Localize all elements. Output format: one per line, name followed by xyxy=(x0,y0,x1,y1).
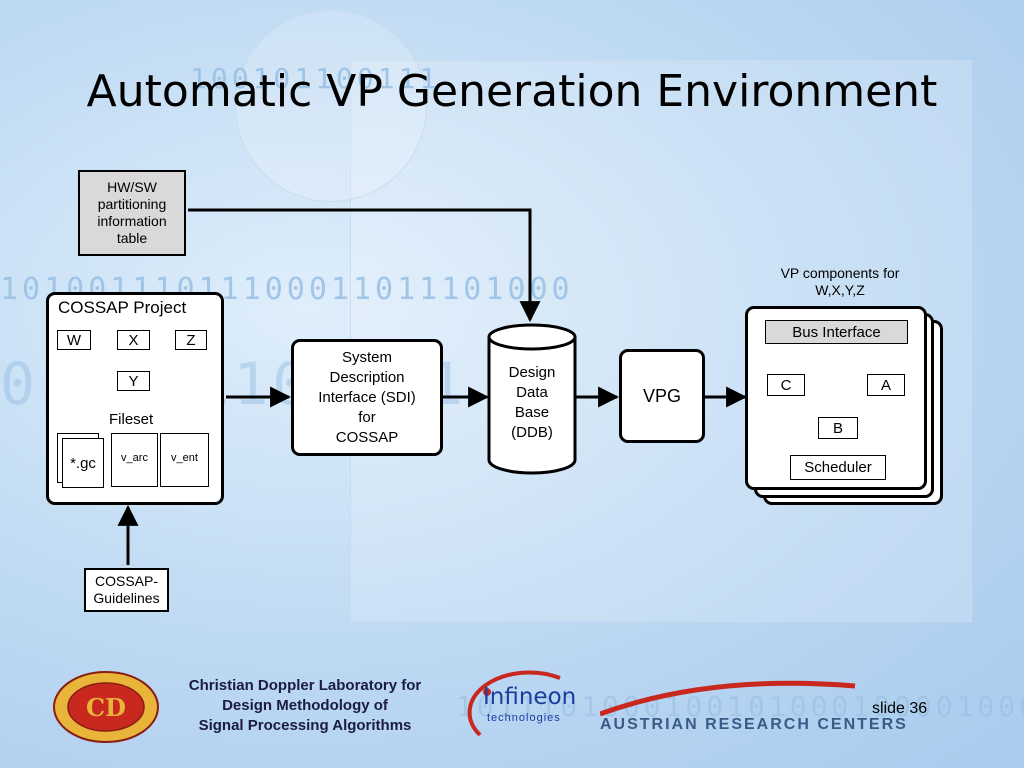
file-v-ent: v_ent xyxy=(160,433,209,487)
cd-logo: CD xyxy=(53,671,159,743)
hwsw-line-2: partitioning xyxy=(97,196,167,212)
hwsw-line-4: table xyxy=(116,230,148,246)
slide-title: Automatic VP Generation Environment xyxy=(86,66,938,117)
vpg-label: VPG xyxy=(642,385,681,406)
sdi-line-5: COSSAP xyxy=(335,428,399,446)
ddb-line-4: (DDB) xyxy=(511,424,553,441)
arrow-hwsw-to-ddb xyxy=(188,208,541,323)
hwsw-line-3: information xyxy=(97,213,167,229)
vp-caption-line-1: VP components for xyxy=(780,265,900,281)
lab-line-1: Christian Doppler Laboratory for xyxy=(188,677,422,694)
file-v-arc-label: v_arc xyxy=(121,452,148,464)
cossap-project-title: COSSAP Project xyxy=(58,298,187,317)
hwsw-partitioning-box: HW/SW partitioning information table xyxy=(78,170,186,256)
sdi-line-2: Description xyxy=(329,368,405,386)
file-v-arc: v_arc xyxy=(111,433,158,487)
sdi-line-1: System xyxy=(341,348,392,366)
vpg-box: VPG xyxy=(619,349,705,443)
infineon-subtitle: technologies xyxy=(487,712,561,724)
cd-logo-text: CD xyxy=(86,693,126,722)
node-w: W xyxy=(57,330,91,350)
vp-caption-line-2: W,X,Y,Z xyxy=(815,282,865,298)
component-a: A xyxy=(867,374,905,396)
component-c: C xyxy=(767,374,805,396)
file-v-ent-label: v_ent xyxy=(171,452,198,464)
guidelines-line-2: Guidelines xyxy=(93,590,160,606)
sdi-box: System Description Interface (SDI) for C… xyxy=(291,339,443,456)
background-globe xyxy=(235,10,427,202)
lab-line-2: Design Methodology of xyxy=(222,697,388,714)
vp-components-caption: VP components for W,X,Y,Z xyxy=(755,262,925,302)
ddb-cylinder xyxy=(487,323,577,475)
ddb-line-1: Design xyxy=(508,364,556,381)
component-b: B xyxy=(818,417,858,439)
sdi-line-4: for xyxy=(358,408,376,426)
background-binary-2: 100101100111 xyxy=(190,62,441,95)
file-gc: *.gc xyxy=(62,438,104,488)
fileset-label: Fileset xyxy=(109,411,154,428)
lab-name: Christian Doppler Laboratory for Design … xyxy=(160,676,450,736)
ddb-label: Design Data Base (DDB) xyxy=(489,360,575,446)
slide-number: slide 36 xyxy=(872,700,928,717)
infineon-logo: Infineon xyxy=(483,684,577,710)
cossap-guidelines-box: COSSAP- Guidelines xyxy=(84,568,169,612)
ddb-line-3: Base xyxy=(514,404,550,421)
sdi-line-3: Interface (SDI) xyxy=(318,388,416,406)
guidelines-line-1: COSSAP- xyxy=(94,573,158,589)
ddb-line-2: Data xyxy=(516,384,548,401)
scheduler-box: Scheduler xyxy=(790,455,886,480)
node-y: Y xyxy=(117,371,150,391)
lab-line-3: Signal Processing Algorithms xyxy=(198,717,412,734)
austrian-research-centers-logo: AUSTRIAN RESEARCH CENTERS xyxy=(600,716,908,733)
bus-interface-box: Bus Interface xyxy=(765,320,908,344)
node-x: X xyxy=(117,330,150,350)
arc-logo-swoosh xyxy=(600,680,856,717)
hwsw-line-1: HW/SW xyxy=(107,179,157,195)
background-binary-4: 1011101000100101000100001000 xyxy=(456,690,1024,723)
node-z: Z xyxy=(175,330,207,350)
infineon-logo-arc xyxy=(467,670,561,737)
